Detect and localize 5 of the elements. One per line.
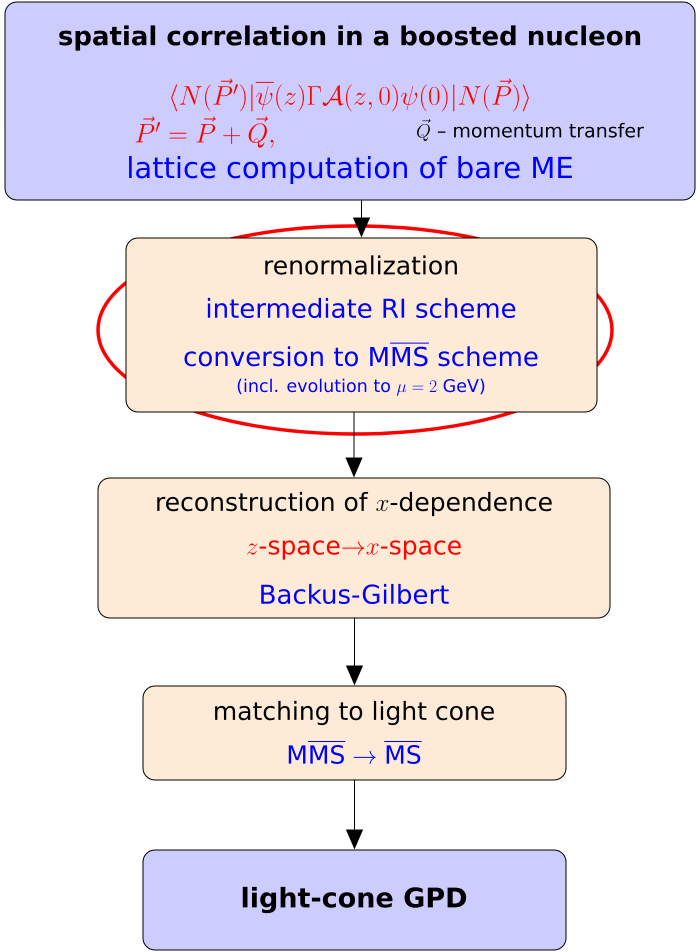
process-box: $\text{reconstruction of }x\text{-dependence}$ $z\text{-space}{\rightarrow}x\text{-space}$ Backus-Gilbert bbox=[98, 478, 610, 618]
process-box: matching to light cone $\mathrm{M\overline{MS}}\rightarrow\mathrm{\overline{MS}}$ bbox=[142, 686, 566, 780]
process-box: renormalization intermediate RI scheme $\text{conversion to }\mathrm{M\overline{MS}}\text{ scheme}$ $\text{(incl. evolution to }\mu=2\text{ GeV)}$ bbox=[126, 238, 598, 412]
process-box: spatial correlation in a boosted nucleon $\langle N(\vec{P}')|\overline{\psi}(z)\Gamma\mathcal{A}(z,0)\psi(0)|N(\vec{P})\rangle$ $\vec{P}'=\vec{P}+\vec{Q},$ $\vec{Q}\text{ – momentum transfer}$ lattice computation of bare ME bbox=[4, 2, 696, 200]
result-box: light-cone GPD bbox=[142, 850, 566, 950]
